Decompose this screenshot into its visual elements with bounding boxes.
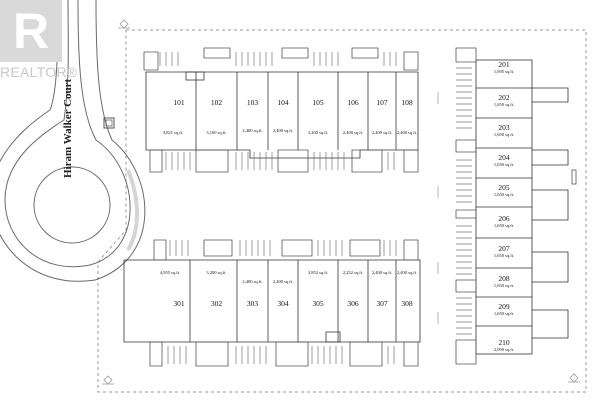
unit-304-area: 2,400 sq.ft. — [272, 279, 294, 284]
utility-box — [103, 117, 115, 129]
realtor-logo-wordmark: REALTOR® — [0, 64, 78, 80]
unit-304[interactable]: 304 — [277, 299, 289, 308]
unit-101[interactable]: 101 — [156, 98, 202, 107]
unit-102-area: 3,100 sq.ft. — [206, 130, 227, 135]
unit-106[interactable]: 106 — [338, 98, 368, 107]
unit-106-area: 2,400 sq.ft. — [342, 130, 364, 135]
unit-102[interactable]: 102 — [196, 98, 237, 107]
street-label: Hiram Walker Court — [62, 78, 74, 178]
unit-number: 101 — [173, 98, 185, 107]
unit-number: 104 — [277, 98, 289, 107]
unit-303[interactable]: 303 — [246, 299, 259, 308]
realtor-logo-mark: R — [0, 0, 62, 62]
building-100 — [145, 71, 419, 159]
tree-icons — [102, 19, 580, 385]
unit-105-area: 3,200 sq.ft. — [307, 130, 329, 135]
unit-103-area: 2,400 sq.ft. — [242, 128, 263, 133]
unit-104[interactable]: 104 — [268, 98, 298, 107]
unit-307-area: 2,400 sq.ft. — [371, 270, 393, 275]
unit-305[interactable]: 305 — [312, 299, 324, 308]
unit-302[interactable]: 302 — [210, 299, 223, 308]
unit-302-area: 3,200 sq.ft. — [206, 270, 227, 275]
unit-108[interactable]: 108 — [396, 98, 418, 107]
unit-number: 103 — [246, 98, 259, 107]
realtor-logo: R REALTOR® — [0, 0, 77, 84]
unit-303-area: 2,400 sq.ft. — [242, 279, 263, 284]
unit-301[interactable]: 301 — [173, 299, 185, 308]
unit-107[interactable]: 107 — [368, 98, 396, 107]
unit-105[interactable]: 105 — [298, 98, 338, 107]
unit-307[interactable]: 307 — [376, 299, 388, 308]
unit-number: 102 — [210, 98, 223, 107]
unit-number: 107 — [376, 98, 388, 107]
unit-108-area: 2,400 sq.ft. — [396, 130, 418, 135]
unit-101-area: 3,821 sq.ft. — [162, 130, 184, 135]
unit-308[interactable]: 308 — [401, 299, 413, 308]
unit-306[interactable]: 306 — [347, 299, 359, 308]
parking-islands — [143, 47, 577, 367]
building-200 — [475, 59, 569, 355]
unit-306-area: 2,252 sq.ft. — [342, 270, 364, 275]
unit-305-area: 3,852 sq.ft. — [307, 270, 329, 275]
parking-stalls — [159, 52, 472, 364]
unit-301-area: 4,955 sq.ft. — [159, 270, 181, 275]
unit-107-area: 2,400 sq.ft. — [371, 130, 393, 135]
cul-de-sac-road — [0, 0, 146, 282]
realtor-logo-glyph: R — [13, 3, 50, 59]
unit-103[interactable]: 103 — [237, 98, 268, 107]
unit-308-area: 2,400 sq.ft. — [396, 270, 418, 275]
unit-number: 108 — [401, 98, 413, 107]
unit-number: 105 — [312, 98, 324, 107]
unit-104-area: 2,400 sq.ft. — [272, 128, 294, 133]
unit-number: 106 — [347, 98, 359, 107]
building-300 — [123, 259, 421, 343]
property-boundary — [97, 29, 587, 393]
